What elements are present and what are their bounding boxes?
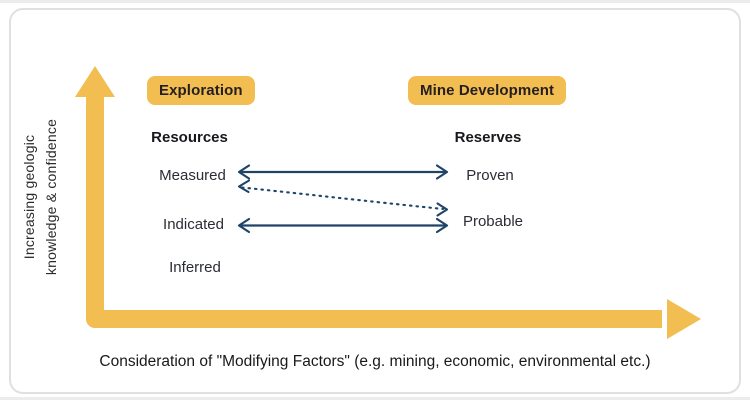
stage-badge-exploration: Exploration [147, 76, 255, 105]
resource-item-measured: Measured [159, 167, 226, 184]
page-edge-bottom [0, 397, 750, 400]
page-edge-top [0, 0, 750, 3]
reserve-item-proven: Proven [466, 167, 514, 184]
y-axis-label-line2: knowledge & confidence [42, 118, 59, 276]
stage-badge-mine-development: Mine Development [408, 76, 567, 105]
diagram-card [9, 8, 741, 394]
column-header-reserves: Reserves [454, 129, 522, 146]
resource-item-inferred: Inferred [169, 259, 221, 276]
column-header-resources: Resources [151, 129, 228, 146]
y-axis-label: Increasing geologic knowledge & confiden… [19, 77, 65, 317]
resource-item-indicated: Indicated [163, 216, 224, 233]
y-axis-label-line1: Increasing geologic [21, 134, 37, 260]
x-axis-caption: Consideration of "Modifying Factors" (e.… [99, 353, 651, 370]
reserve-item-probable: Probable [462, 213, 524, 230]
